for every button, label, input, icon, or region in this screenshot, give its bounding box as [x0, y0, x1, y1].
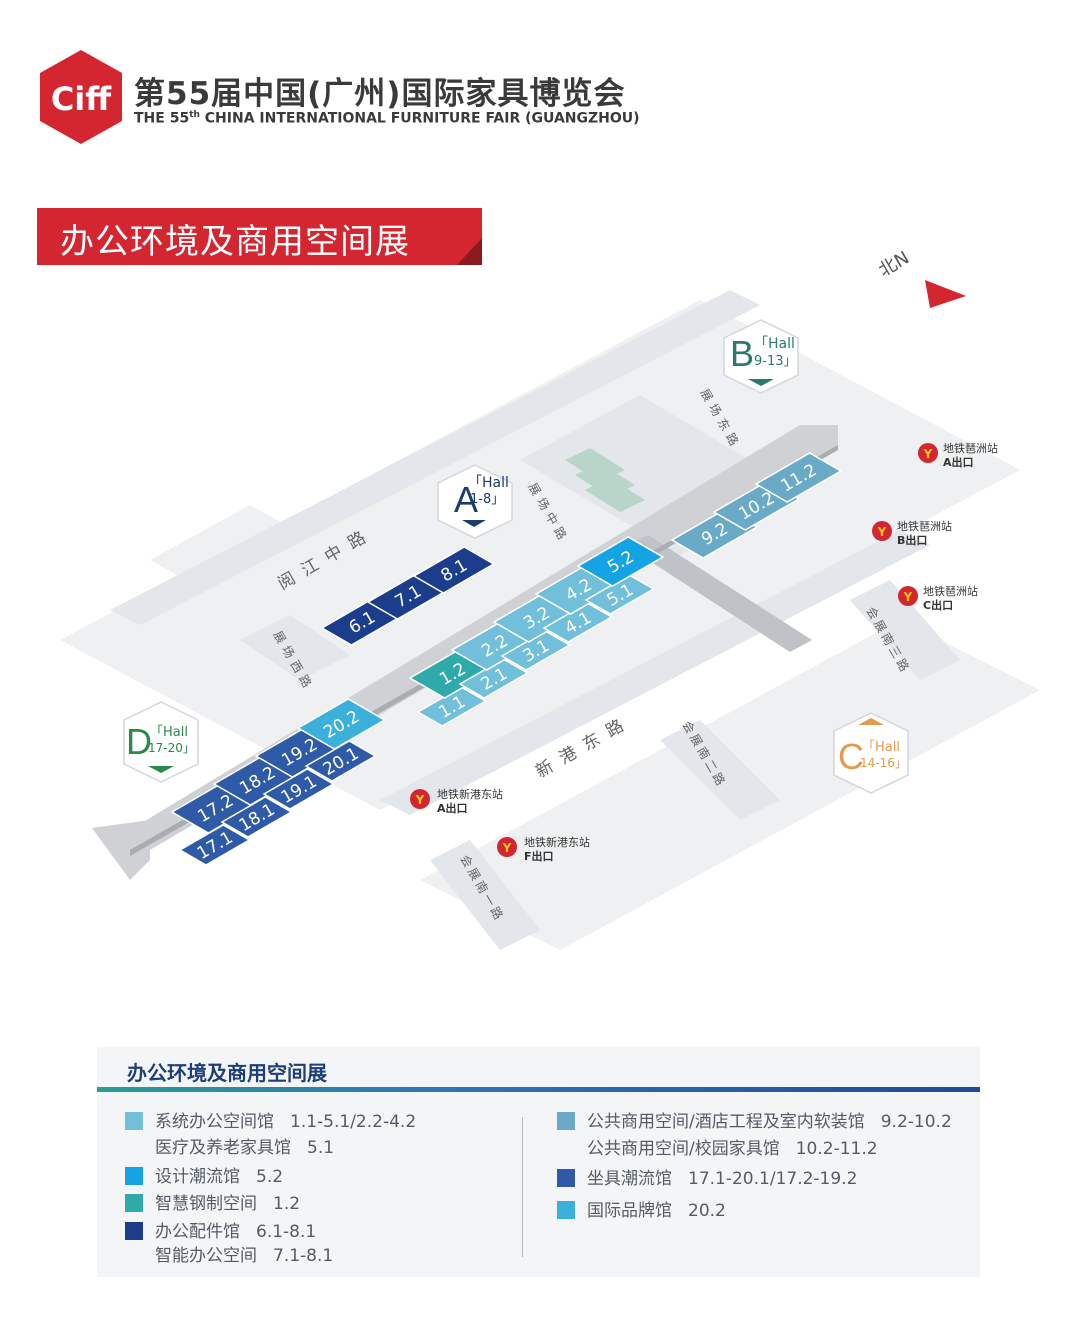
zone-badge-a: A 「Hall 1-8」	[437, 464, 513, 539]
svg-text:Y: Y	[415, 793, 425, 807]
legend-item-halls: 10.2-11.2	[795, 1139, 878, 1159]
zone-range-b: 9-13」	[754, 354, 797, 369]
metro-exit-xingangdong-f: Y 地铁新港东站 F出口	[497, 835, 590, 863]
logo-text: Ciff	[51, 80, 112, 118]
legend-item-halls: 6.1-8.1	[256, 1222, 317, 1242]
legend-item-halls: 1.2	[273, 1194, 301, 1214]
ciff-logo: Ciff	[40, 50, 122, 144]
svg-text:Y: Y	[923, 447, 933, 461]
legend-item-name: 国际品牌馆	[587, 1201, 672, 1221]
metro-station-label: 地铁新港东站	[437, 787, 503, 801]
title-en-prefix: THE 55	[134, 110, 190, 127]
zone-badge-c: C 「Hall 14-16」	[833, 712, 909, 794]
legend-swatch	[557, 1201, 575, 1219]
banner-title: 办公环境及商用空间展	[60, 222, 410, 262]
title-en-sup: th	[189, 110, 200, 120]
zone-range-c: 14-16」	[860, 756, 907, 770]
zone-letter-d: D	[126, 721, 152, 762]
north-compass: 北N	[875, 247, 966, 308]
svg-text:Y: Y	[903, 590, 913, 604]
header: Ciff 第55届中国(广州)国际家具博览会 THE 55th CHINA IN…	[36, 48, 736, 148]
metro-exit-pazhou-c: Y 地铁琶洲站 C出口	[898, 584, 978, 612]
metro-exit-label: A出口	[943, 455, 974, 469]
hall-block-11-2	[754, 452, 843, 503]
compass-label: 北N	[875, 247, 913, 281]
legend-swatch	[125, 1222, 143, 1240]
legend-item-halls: 5.2	[256, 1167, 284, 1187]
zone-hall-word-a: 「Hall	[468, 475, 509, 491]
legend-item-name: 公共商用空间/酒店工程及室内软装馆	[587, 1112, 865, 1132]
svg-text:Y: Y	[877, 525, 887, 539]
metro-station-label: 地铁琶洲站	[923, 584, 978, 598]
legend-swatch	[125, 1194, 143, 1212]
metro-exit-xingangdong-a: Y 地铁新港东站 A出口	[410, 787, 503, 815]
zone-hall-word-c: 「Hall	[862, 740, 900, 755]
legend-item-halls: 1.1-5.1/2.2-4.2	[290, 1112, 417, 1132]
hall-block-8-1	[412, 546, 496, 594]
legend-title: 办公环境及商用空间展	[127, 1061, 327, 1085]
legend-item-medical: 医疗及养老家具馆 5.1	[155, 1133, 334, 1158]
legend-item-halls: 17.1-20.1/17.2-19.2	[688, 1169, 858, 1189]
legend-item-halls: 7.1-8.1	[273, 1246, 334, 1266]
legend-swatch	[557, 1112, 575, 1130]
legend-item-name: 坐具潮流馆	[587, 1169, 672, 1189]
metro-exit-label: F出口	[524, 849, 554, 863]
metro-station-label: 地铁新港东站	[524, 835, 590, 849]
metro-station-label: 地铁琶洲站	[943, 441, 998, 455]
zone-hall-word-b: 「Hall	[754, 336, 795, 352]
metro-exit-label: B出口	[897, 533, 927, 547]
legend-swatch	[557, 1169, 575, 1187]
zone-hall-word-d: 「Hall	[150, 725, 188, 740]
legend-item-system-office: 系统办公空间馆 1.1-5.1/2.2-4.2	[125, 1107, 416, 1132]
legend-item-smart-steel: 智慧钢制空间 1.2	[125, 1189, 300, 1214]
legend-item-seating: 坐具潮流馆 17.1-20.1/17.2-19.2	[557, 1164, 857, 1189]
legend-item-name: 医疗及养老家具馆	[155, 1138, 291, 1158]
section-banner	[37, 208, 482, 265]
legend-item-smart-office: 智能办公空间 7.1-8.1	[155, 1241, 333, 1266]
legend-item-halls: 5.1	[307, 1138, 335, 1158]
title-en-rest: CHINA INTERNATIONAL FURNITURE FAIR (GUAN…	[204, 110, 640, 127]
metro-exit-label: A出口	[437, 801, 468, 815]
legend-item-intl-brand: 国际品牌馆 20.2	[557, 1196, 726, 1221]
zone-badge-d: D 「Hall 17-20」	[123, 701, 199, 783]
legend-item-name: 智慧钢制空间	[155, 1194, 257, 1214]
hall-block-5-2	[576, 536, 665, 587]
legend-item-name: 智能办公空间	[155, 1246, 257, 1266]
legend-item-halls: 9.2-10.2	[880, 1112, 952, 1132]
legend-item-public-campus: 公共商用空间/校园家具馆 10.2-11.2	[587, 1134, 878, 1159]
legend-divider	[522, 1117, 523, 1257]
legend-item-halls: 20.2	[688, 1201, 726, 1221]
svg-text:Y: Y	[502, 841, 512, 855]
zone-letter-a: A	[454, 479, 478, 520]
fair-title-en: THE 55th CHINA INTERNATIONAL FURNITURE F…	[134, 110, 640, 127]
legend-item-public-hotel: 公共商用空间/酒店工程及室内软装馆 9.2-10.2	[557, 1107, 952, 1132]
zone-letter-b: B	[730, 333, 754, 374]
legend-item-name: 设计潮流馆	[155, 1167, 240, 1187]
metro-exit-label: C出口	[923, 598, 953, 612]
legend-item-design-trend: 设计潮流馆 5.2	[125, 1162, 283, 1187]
legend-panel: 办公环境及商用空间展 系统办公空间馆 1.1-5.1/2.2-4.2 医疗及养老家…	[97, 1047, 980, 1277]
legend-rule	[97, 1087, 980, 1092]
zone-letter-c: C	[838, 736, 864, 777]
zone-range-a: 1-8」	[470, 492, 504, 507]
metro-exit-pazhou-b: Y 地铁琶洲站 B出口	[872, 519, 952, 547]
legend-swatch	[125, 1167, 143, 1185]
legend-swatch	[125, 1112, 143, 1130]
legend-item-office-accessories: 办公配件馆 6.1-8.1	[125, 1217, 316, 1242]
hall-block-20-2	[296, 698, 387, 750]
metro-exit-pazhou-a: Y 地铁琶洲站 A出口	[918, 441, 998, 469]
zone-badge-b: B 「Hall 9-13」	[723, 319, 799, 394]
fair-title-cn: 第55届中国(广州)国际家具博览会	[134, 76, 626, 112]
outdoor-blocks	[565, 448, 645, 512]
legend-item-name: 办公配件馆	[155, 1222, 240, 1242]
zone-range-d: 17-20」	[148, 741, 195, 755]
legend-item-name: 系统办公空间馆	[155, 1112, 274, 1132]
metro-station-label: 地铁琶洲站	[897, 519, 952, 533]
legend-item-name: 公共商用空间/校园家具馆	[587, 1139, 780, 1159]
